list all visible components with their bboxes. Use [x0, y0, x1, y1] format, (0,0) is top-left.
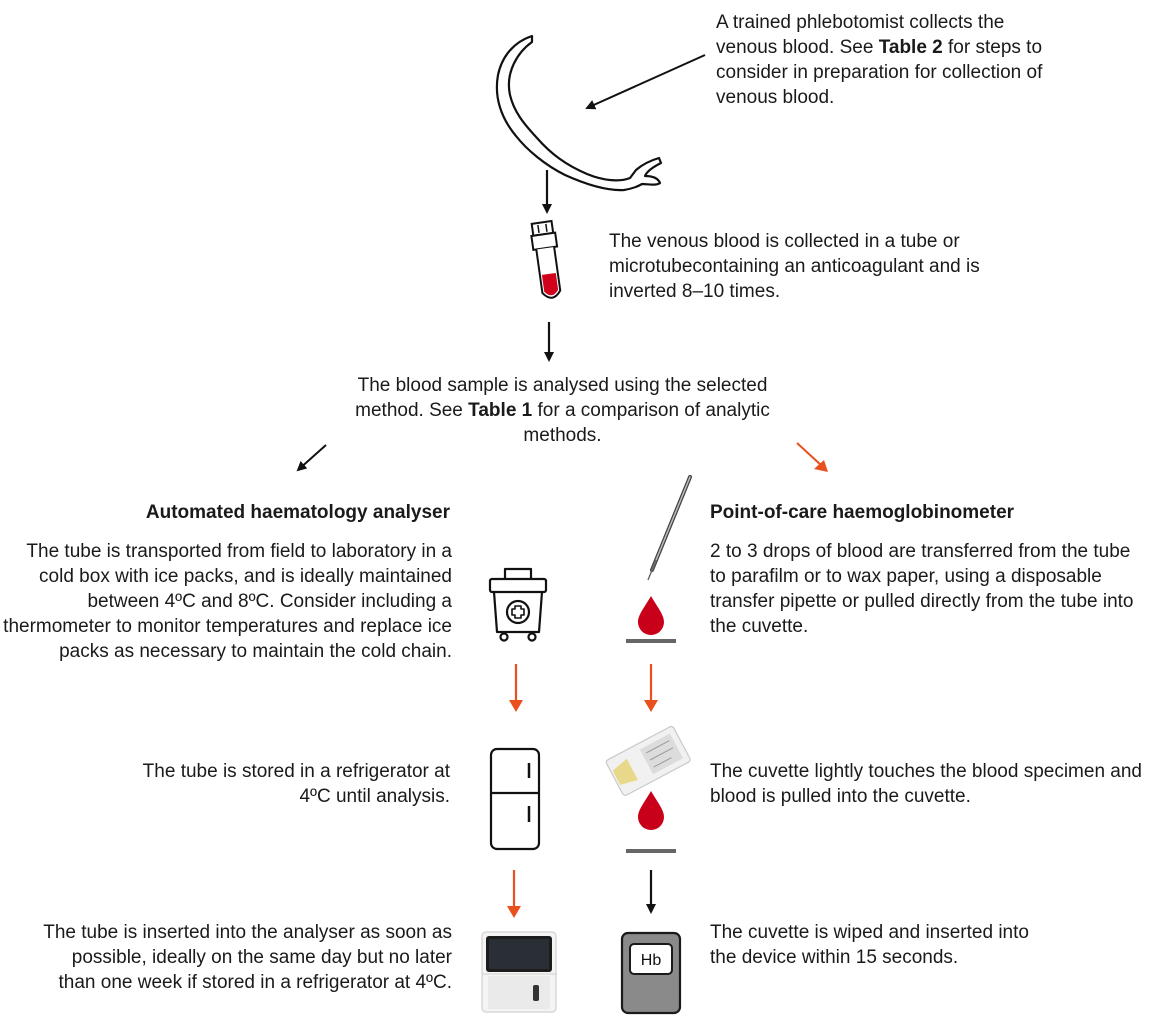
- branch-arrow-left: [296, 444, 327, 472]
- table1-reference: Table 1: [468, 400, 533, 421]
- blood-drop-icon-2: [638, 791, 664, 830]
- table2-reference: Table 2: [878, 37, 943, 58]
- wax-paper-icon: [626, 639, 676, 643]
- wax-paper-icon-2: [626, 849, 676, 853]
- arm-icon: [495, 34, 663, 192]
- step1-text: A trained phlebotomist collects the veno…: [716, 12, 1043, 108]
- cuvette-text: The cuvette lightly touches the blood sp…: [710, 761, 1142, 807]
- insert-text: The cuvette is wiped and inserted into t…: [710, 922, 1029, 968]
- cold-box-icon: [488, 567, 548, 642]
- cuvette-icon: [605, 725, 691, 796]
- analysis-text: The tube is inserted into the analyser a…: [43, 922, 452, 993]
- analyser-icon: [481, 931, 557, 1013]
- haemoglobinometer-icon: Hb: [620, 931, 682, 1015]
- flow-arrow-right-1: [644, 664, 658, 712]
- blood-tube-icon: [530, 219, 562, 299]
- device-label: Hb: [641, 952, 662, 969]
- branch-arrow-right: [796, 442, 828, 472]
- transport-text: The tube is transported from field to la…: [3, 541, 452, 662]
- refrigerator-icon: [489, 747, 541, 851]
- storage-text: The tube is stored in a refrigerator at …: [142, 761, 450, 807]
- left-branch-heading: Automated haematology analyser: [145, 502, 450, 523]
- flow-arrow-left-1: [509, 664, 523, 712]
- right-branch-heading: Point-of-care haemoglobinometer: [710, 502, 1015, 523]
- step2-text: The venous blood is collected in a tube …: [609, 231, 980, 302]
- flow-arrow-left-2: [507, 870, 521, 918]
- annotation-arrow: [585, 54, 706, 110]
- needle-icon: [647, 475, 692, 581]
- transfer-text: 2 to 3 drops of blood are transferred fr…: [710, 541, 1134, 637]
- step3-text: The blood sample is analysed using the s…: [355, 375, 770, 446]
- blood-drop-icon: [638, 596, 664, 635]
